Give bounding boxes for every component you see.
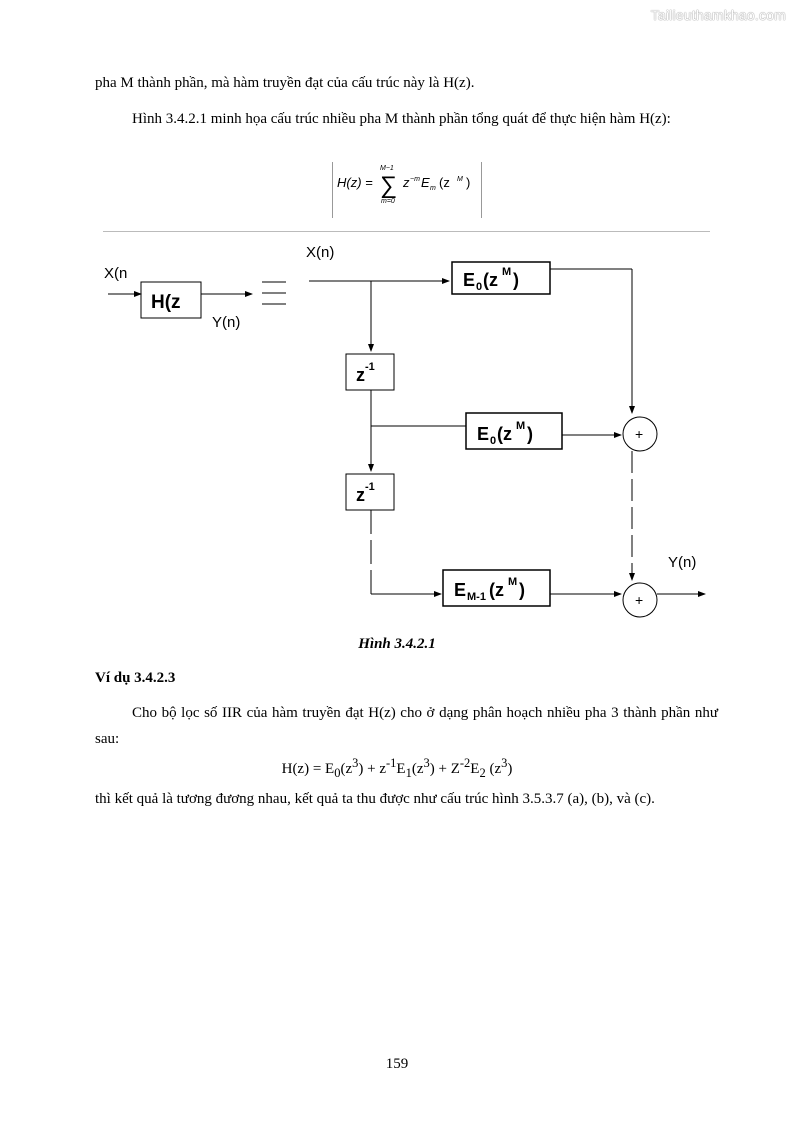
formula-term-arg: (z <box>439 175 450 190</box>
formula-svg: H(z) = M−1 ∑ m=0 z −m E m (z M ) <box>337 165 470 205</box>
svg-text:): ) <box>519 580 525 600</box>
formula-term-E: E <box>421 175 430 190</box>
formula-term-E-sub: m <box>430 185 436 192</box>
svg-text:(z: (z <box>489 580 504 600</box>
formula-lhs: H(z) = <box>337 175 373 190</box>
branch-label-0: E 0 (z M ) <box>463 266 519 293</box>
output-label: Y(n) <box>668 554 696 571</box>
delay-label-2: z -1 <box>356 481 375 505</box>
formula-term-arg-exp: M <box>457 176 463 183</box>
paragraph-conclusion: thì kết quả là tương đương nhau, kết quả… <box>95 791 655 807</box>
svg-text:-1: -1 <box>365 481 375 493</box>
input-label: X(n <box>104 265 127 282</box>
svg-text:M-1: M-1 <box>467 591 486 603</box>
delay-box-2 <box>345 473 395 511</box>
paragraph-figure-intro: Hình 3.4.2.1 minh họa cấu trúc nhiều pha… <box>132 111 671 127</box>
svg-text:(z: (z <box>497 424 512 444</box>
paragraph-example: Cho bộ lọc số IIR của hàm truyền đạt H(z… <box>95 705 718 747</box>
example-heading: Ví dụ 3.4.2.3 <box>95 670 176 686</box>
filter-label: H(z <box>151 292 181 313</box>
svg-text:z: z <box>356 365 365 385</box>
branch-box-last <box>442 569 551 607</box>
xn-label: X(n) <box>306 244 334 261</box>
formula-term-z: z <box>402 175 410 190</box>
svg-text:M: M <box>508 576 517 588</box>
adder-2 <box>622 582 658 618</box>
svg-text:E: E <box>454 580 466 600</box>
formula-sum-upper: M−1 <box>380 165 394 172</box>
svg-text:M: M <box>502 266 511 278</box>
formula-term-close: ) <box>466 175 470 190</box>
svg-text:M: M <box>516 420 525 432</box>
branch-box-0 <box>451 261 551 295</box>
formula-sum-symbol: ∑ <box>380 172 397 199</box>
svg-text:-1: -1 <box>365 361 375 373</box>
formula-term-z-exp: −m <box>410 176 420 183</box>
svg-text:z: z <box>356 485 365 505</box>
adder-2-symbol: + <box>635 592 643 608</box>
divider-line <box>103 231 710 232</box>
watermark: Tailieuthamkhao.com <box>650 7 786 23</box>
svg-text:0: 0 <box>476 281 482 293</box>
svg-text:E: E <box>463 270 475 290</box>
filter-output-label: Y(n) <box>212 314 240 331</box>
formula-box: H(z) = M−1 ∑ m=0 z −m E m (z M ) <box>332 162 482 218</box>
delay-box-1 <box>345 353 395 391</box>
svg-text:0: 0 <box>490 435 496 447</box>
svg-text:(z: (z <box>483 270 498 290</box>
svg-text:): ) <box>527 424 533 444</box>
adder-1 <box>622 416 658 452</box>
polyphase-diagram: X(n H(z Y(n) X(n) E 0 (z M ) z -1 E 0 (z… <box>104 244 706 618</box>
figure-caption: Hình 3.4.2.1 <box>358 636 436 652</box>
svg-text:E: E <box>477 424 489 444</box>
delay-label-1: z -1 <box>356 361 375 385</box>
branch-label-1: E 0 (z M ) <box>477 420 533 447</box>
example-equation: H(z) = E0(z3) + z-1E1(z3) + Z-2E2 (z3) <box>281 756 513 780</box>
branch-label-last: E M-1 (z M ) <box>454 576 525 603</box>
adder-1-symbol: + <box>635 426 643 442</box>
filter-box <box>140 281 202 319</box>
page-number: 159 <box>385 1056 409 1072</box>
branch-box-1 <box>465 412 563 450</box>
formula-sum-lower: m=0 <box>381 198 395 205</box>
paragraph-intro: pha M thành phần, mà hàm truyền đạt của … <box>95 75 475 91</box>
svg-text:): ) <box>513 270 519 290</box>
